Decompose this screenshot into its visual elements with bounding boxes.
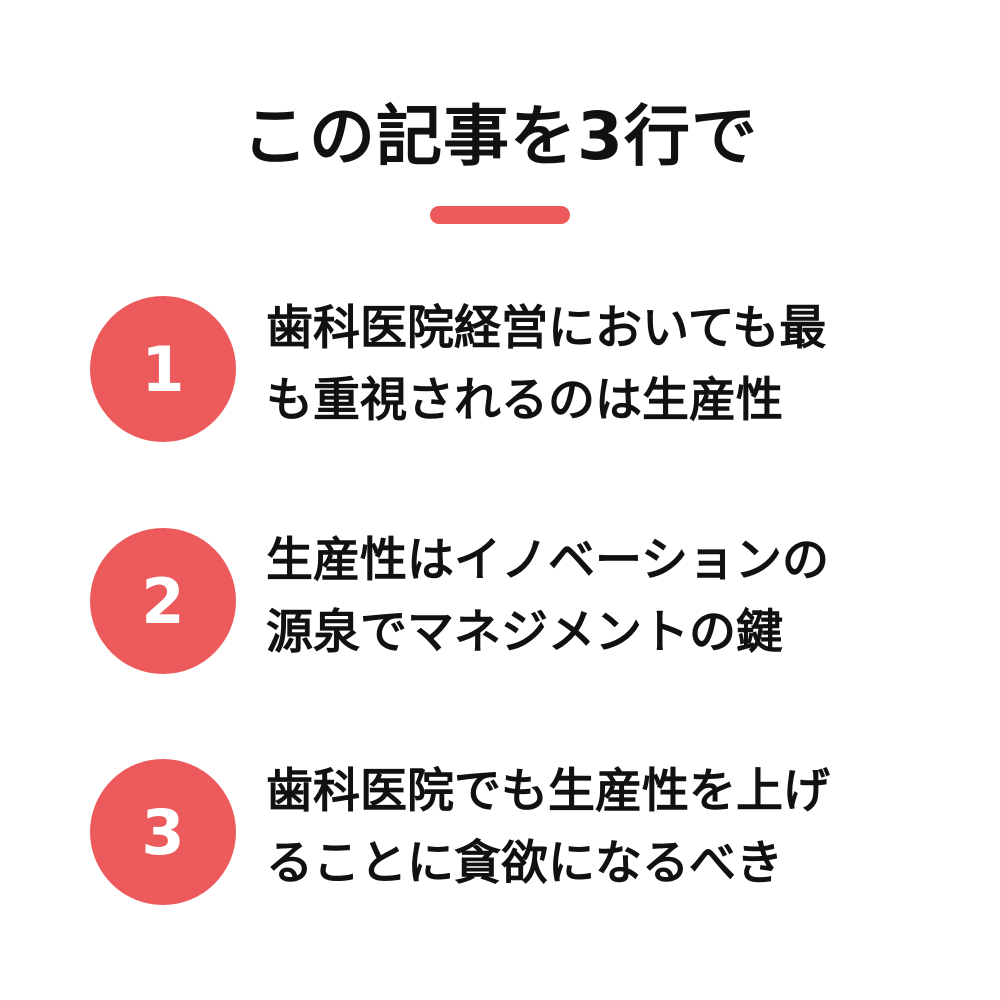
summary-line: 歯科医院経営においても最 (266, 301, 827, 356)
summary-line: 生産性はイノベーションの (266, 533, 830, 588)
number-badge-1: 1 (90, 296, 236, 442)
summary-item-3: 3 歯科医院でも生産性を上げ ることに貪欲になるべき (90, 756, 970, 906)
number-badge-3: 3 (90, 759, 236, 905)
summary-text-2: 生産性はイノベーションの 源泉でマネジメントの鍵 (266, 525, 946, 669)
summary-line: も重視されるのは生産性 (266, 373, 783, 428)
summary-line: ることに貪欲になるべき (266, 836, 783, 891)
page-title: この記事を3行で (242, 98, 758, 175)
summary-text-1: 歯科医院経営においても最 も重視されるのは生産性 (266, 293, 946, 437)
summary-item-2: 2 生産性はイノベーションの 源泉でマネジメントの鍵 (90, 525, 970, 675)
title-divider (430, 206, 570, 224)
summary-text-3: 歯科医院でも生産性を上げ ることに貪欲になるべき (266, 756, 946, 900)
summary-line: 源泉でマネジメントの鍵 (266, 605, 783, 660)
number-badge-2: 2 (90, 528, 236, 674)
summary-item-1: 1 歯科医院経営においても最 も重視されるのは生産性 (90, 293, 970, 443)
summary-line: 歯科医院でも生産性を上げ (266, 764, 830, 819)
